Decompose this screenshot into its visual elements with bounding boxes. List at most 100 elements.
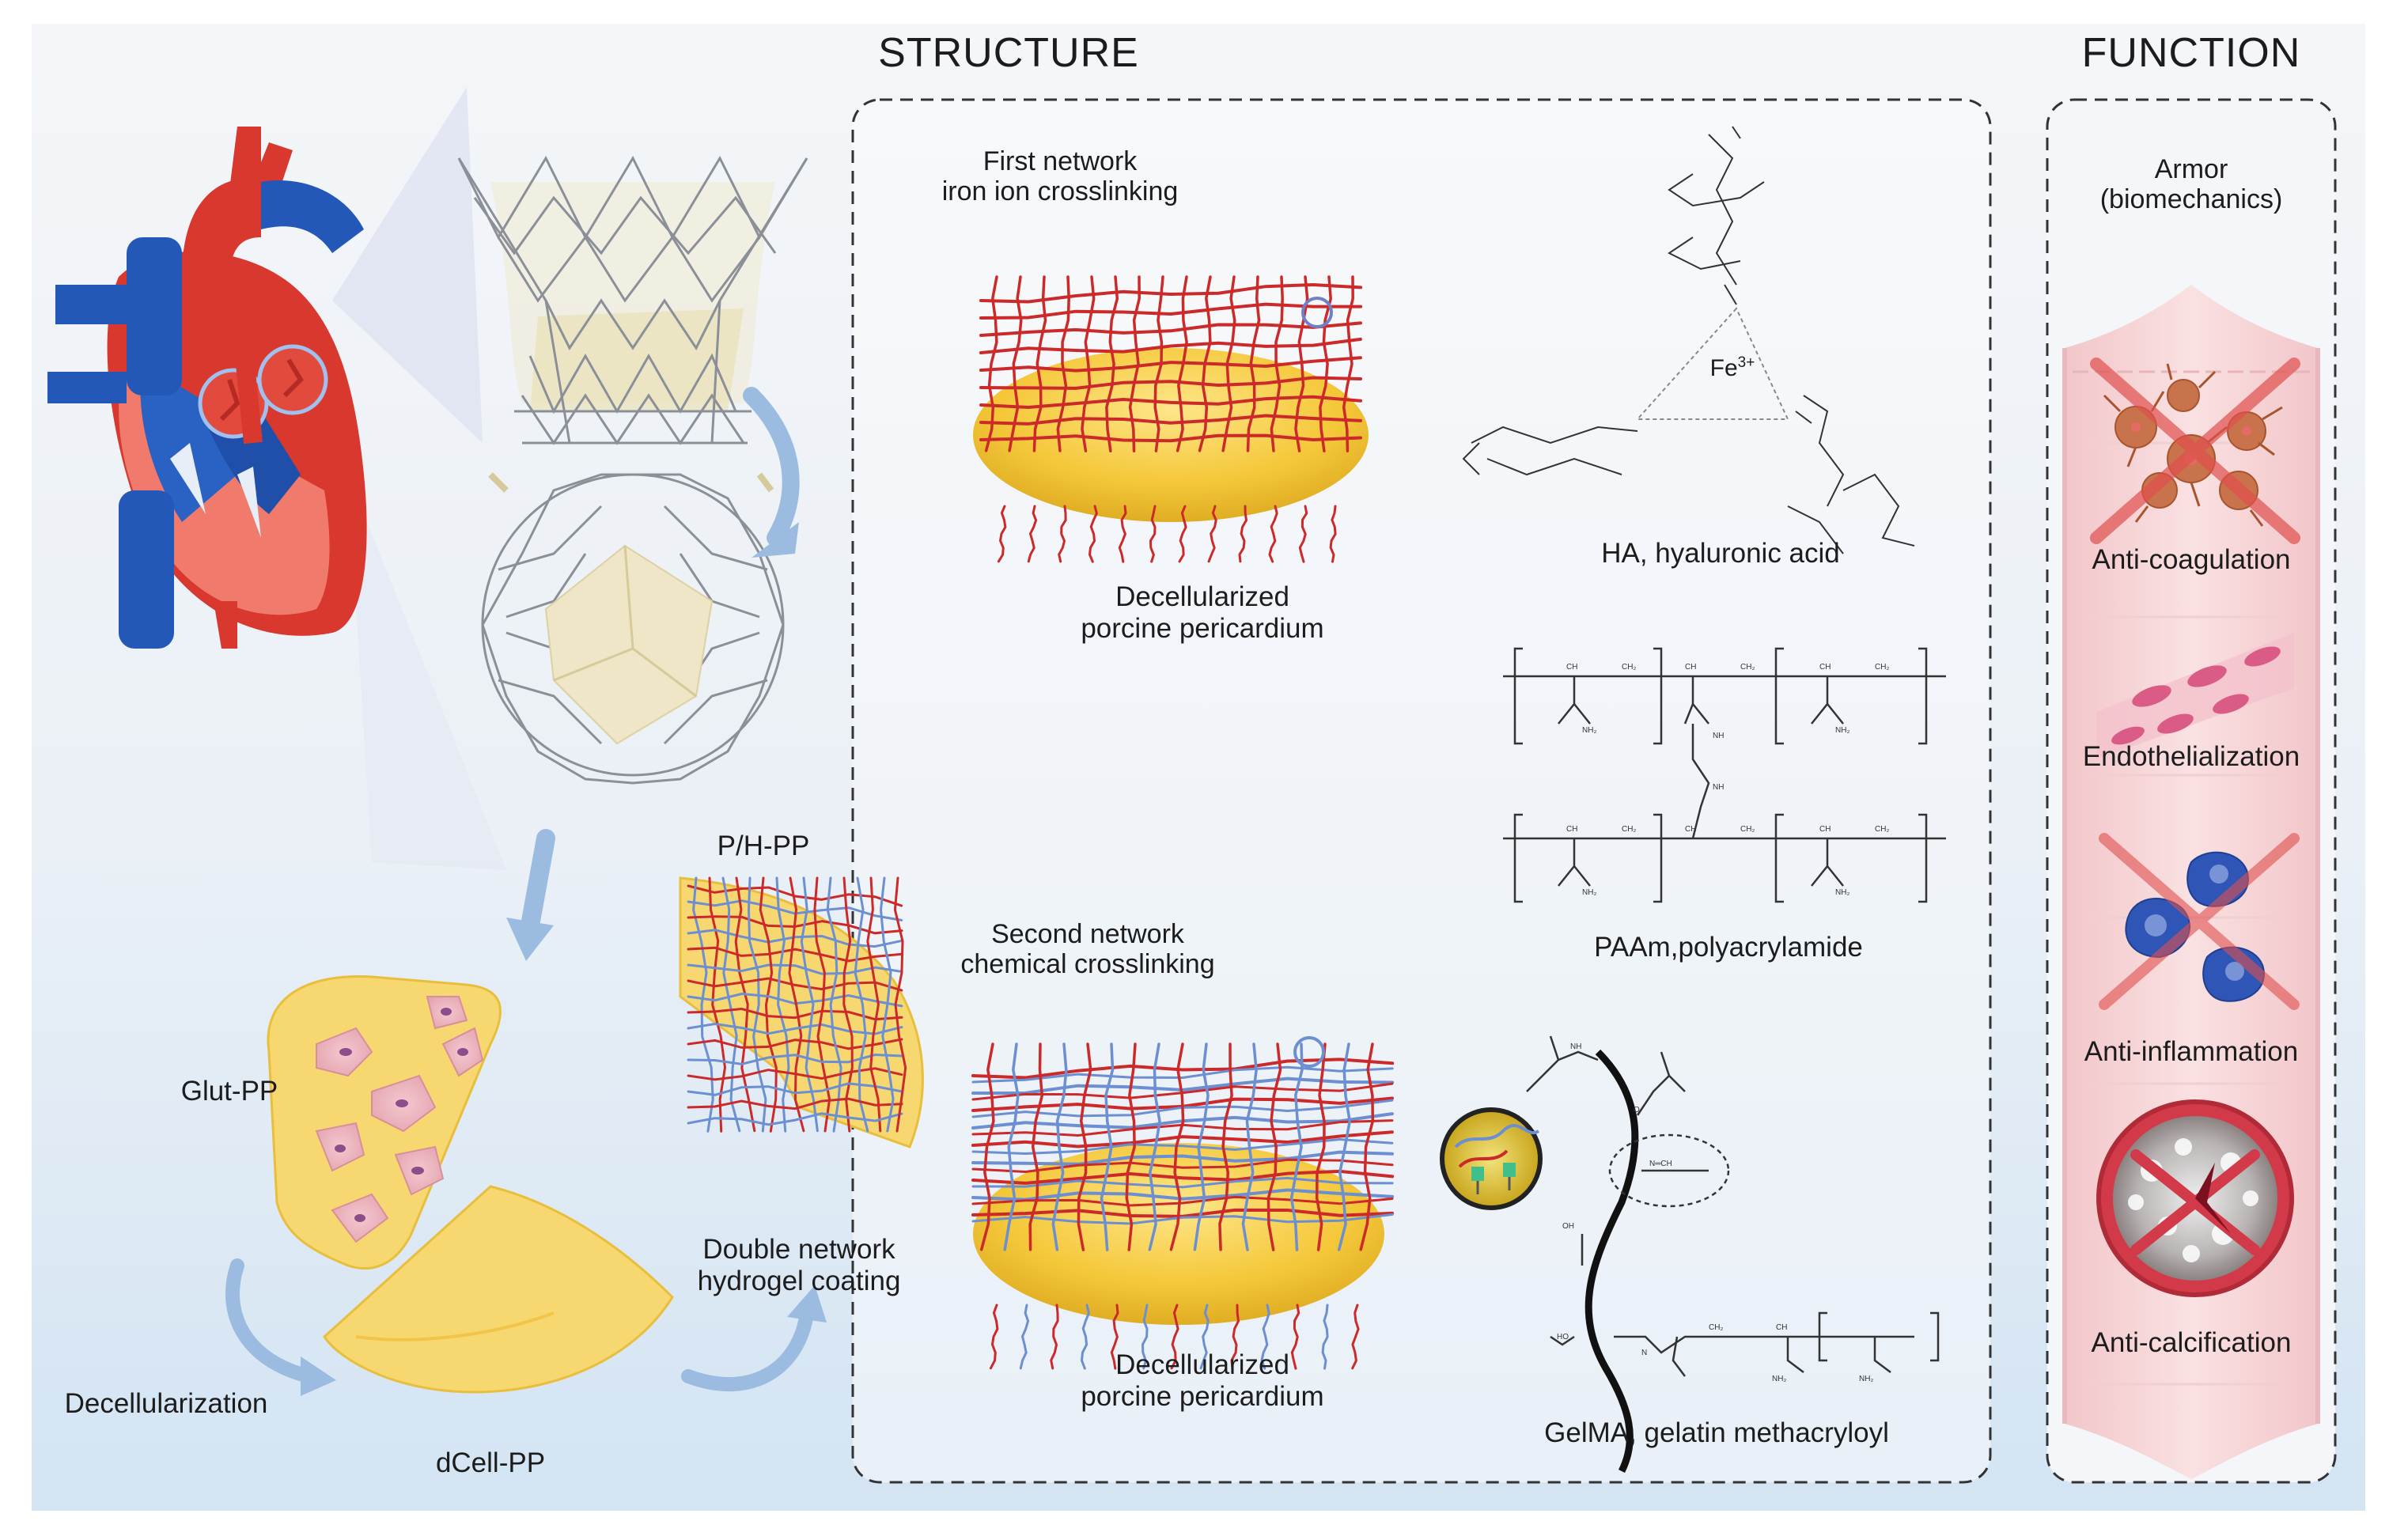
fiber	[1077, 1042, 1092, 1251]
fiber	[687, 1038, 903, 1050]
fiber	[1246, 275, 1261, 452]
fiber	[1058, 505, 1067, 563]
chem-ch-3: CH	[1819, 663, 1831, 672]
chem-nh2-3: NH₂	[1582, 888, 1597, 897]
fiber	[687, 1097, 903, 1111]
chem-ch-6: CH	[1819, 825, 1831, 834]
gelma-nh2-1: NH₂	[1772, 1375, 1787, 1383]
function-item-endothelialization: Endothelialization	[2082, 741, 2300, 772]
fiber	[747, 876, 767, 1133]
fiber	[788, 876, 805, 1133]
fiber	[708, 876, 727, 1133]
fiber	[1027, 505, 1038, 563]
fiber	[1128, 275, 1141, 452]
beam-heart-valve	[332, 87, 483, 443]
function-header: FUNCTION	[2081, 30, 2301, 76]
fiber	[1337, 1042, 1351, 1251]
fiber	[687, 1067, 903, 1081]
network-node-marker-first	[1301, 297, 1333, 328]
fiber	[687, 1112, 903, 1126]
fiber	[687, 963, 903, 975]
fiber	[1081, 275, 1096, 452]
decell-arrow-head	[301, 1356, 336, 1396]
first-network-label: First network iron ion crosslinking	[910, 146, 1210, 207]
fiber	[979, 395, 1362, 410]
fiber	[979, 337, 1362, 354]
second-network-line1: Second network	[991, 919, 1184, 949]
chem-ch2-5: CH₂	[1740, 825, 1755, 834]
gelma-nh2-2: NH₂	[1859, 1375, 1874, 1383]
dcell-pp-label: dCell-PP	[435, 1447, 546, 1478]
coating-arrow-head	[787, 1285, 827, 1322]
fiber	[979, 1042, 995, 1251]
fiber	[687, 1053, 903, 1065]
fiber	[1170, 1304, 1179, 1370]
fiber	[979, 376, 1362, 390]
decellularization-label: Decellularization	[64, 1388, 268, 1419]
fiber	[979, 356, 1362, 373]
curved-arrow-valves-head	[752, 522, 799, 558]
fiber	[1218, 1042, 1233, 1251]
fiber	[1289, 1042, 1304, 1251]
valve-stent-top	[481, 472, 785, 785]
fiber	[971, 1188, 1395, 1201]
fiber	[826, 876, 842, 1133]
chem-ch2-1: CH₂	[1622, 663, 1637, 672]
ph-pp-label: P/H-PP	[717, 831, 810, 861]
glut-pp-label: Glut-PP	[180, 1076, 278, 1107]
platelet-cluster-icon	[2090, 358, 2300, 544]
fiber	[1290, 1304, 1301, 1370]
gelma-ho: HO	[1557, 1333, 1569, 1341]
gelma-structure	[1526, 1035, 1940, 1474]
coating-line2: hydrogel coating	[697, 1265, 901, 1296]
curved-arrow-valves	[743, 387, 800, 547]
fiber	[1321, 1304, 1329, 1370]
fiber	[1003, 1042, 1020, 1251]
coating-arrow	[681, 1306, 814, 1391]
function-item-anti-inflammation: Anti-inflammation	[2084, 1036, 2299, 1067]
heart-illustration	[47, 127, 367, 649]
ph-pp-hydrogel-mesh	[687, 876, 907, 1133]
fiber	[775, 876, 790, 1133]
fiber	[1241, 1042, 1258, 1251]
function-item-anti-calcification: Anti-calcification	[2091, 1327, 2292, 1358]
fiber	[1199, 1304, 1210, 1370]
ha-label: HA, hyaluronic acid	[1601, 538, 1840, 569]
fiber	[1105, 275, 1119, 452]
fiber	[1088, 505, 1098, 563]
fiber	[971, 1176, 1394, 1189]
fiber	[1148, 1042, 1161, 1251]
fiber	[687, 1007, 903, 1021]
fiber	[1051, 1042, 1068, 1251]
fiber	[971, 1130, 1394, 1148]
fiber	[1221, 275, 1236, 452]
pericardium1-line2: porcine pericardium	[1081, 612, 1324, 644]
fiber	[692, 876, 714, 1133]
armor-line1: Armor	[2154, 154, 2228, 184]
fiber	[971, 1195, 1394, 1207]
armor-label: Armor (biomechanics)	[2057, 154, 2326, 215]
pericardium2-line2: porcine pericardium	[1081, 1380, 1324, 1412]
fiber	[1329, 505, 1337, 563]
fiber	[1351, 1304, 1360, 1370]
chem-ch2-2: CH₂	[1740, 663, 1755, 672]
chem-ch2-4: CH₂	[1622, 825, 1637, 834]
fiber	[1056, 275, 1070, 452]
dcell-pp-patch	[323, 1185, 674, 1394]
chem-ch-5: CH	[1685, 825, 1697, 834]
first-network-line2: iron ion crosslinking	[941, 176, 1179, 207]
fiber	[1149, 505, 1157, 563]
chem-ch2-3: CH₂	[1875, 663, 1890, 672]
chem-nh-1: NH	[1713, 732, 1725, 740]
chem-nh2-4: NH₂	[1835, 888, 1850, 897]
fiber	[687, 977, 903, 992]
fiber	[1125, 1042, 1137, 1251]
fiber	[1019, 1304, 1030, 1370]
fiber	[866, 876, 882, 1133]
fiber	[1238, 505, 1248, 563]
ph-pp-patch	[679, 876, 924, 1148]
fiber	[1268, 505, 1278, 563]
paam-label: PAAm,polyacrylamide	[1594, 932, 1863, 963]
